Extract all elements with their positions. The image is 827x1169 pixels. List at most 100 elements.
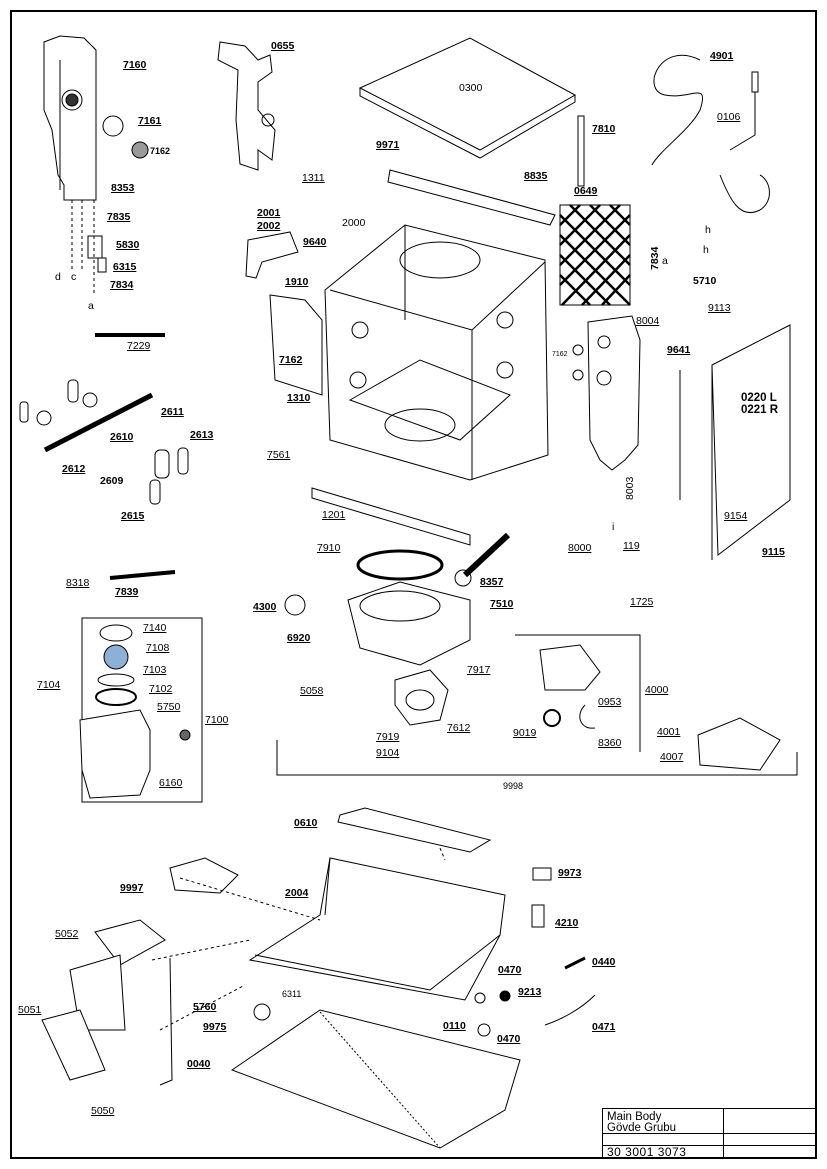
part-label-7612: 7612 (447, 722, 471, 734)
part-label-0106: 0106 (717, 111, 741, 123)
part-2004-frame (248, 857, 506, 1001)
part-label-7834: 7834 (110, 279, 134, 291)
circle-label-d: d (55, 271, 61, 283)
part-label-6160: 6160 (159, 777, 183, 789)
part-label-0610: 0610 (294, 817, 318, 829)
part-0300-lid (358, 37, 577, 159)
part-label-7162-b: 7162 (279, 354, 303, 366)
part-label-9213: 9213 (518, 986, 542, 998)
part-label-5052: 5052 (55, 928, 79, 940)
part-2610-rod (19, 379, 189, 505)
part-label-8318: 8318 (66, 577, 90, 589)
part-2000-tub (324, 224, 549, 481)
part-label-0470-b: 0470 (497, 1033, 521, 1045)
part-5830-valve (71, 200, 107, 295)
title-code: 30 3001 3073 (607, 1145, 687, 1159)
part-label-5750: 5750 (157, 701, 181, 713)
part-7100-tank (79, 709, 151, 799)
part-label-4001: 4001 (657, 726, 681, 738)
part-2001-panel (245, 231, 299, 279)
part-label-9975: 9975 (203, 1021, 227, 1033)
part-label-1311: 1311 (302, 172, 325, 184)
part-label-4210: 4210 (555, 917, 579, 929)
part-label-0220: 0220 L (741, 392, 777, 404)
part-label-7835: 7835 (107, 211, 131, 223)
part-label-7229: 7229 (127, 340, 151, 352)
part-label-7108: 7108 (146, 642, 170, 654)
circle-label-h-2: h (705, 224, 711, 236)
part-label-0110: 0110 (443, 1020, 466, 1032)
circle-label-a-2: a (662, 255, 668, 267)
part-label-8353: 8353 (111, 182, 135, 194)
part-label-9997: 9997 (120, 882, 144, 894)
part-label-8835: 8835 (524, 170, 548, 182)
title-name-tr: Gövde Grubu (607, 1122, 677, 1134)
part-9971-rail (387, 169, 556, 226)
part-label-7919: 7919 (376, 731, 400, 743)
part-label-2000: 2000 (342, 217, 366, 229)
part-label-7100: 7100 (205, 714, 229, 726)
part-7910-gasket (356, 549, 444, 581)
part-label-1910: 1910 (285, 276, 309, 288)
part-label-4901: 4901 (710, 50, 734, 62)
part-label-7917: 7917 (467, 664, 491, 676)
part-8357-hose (462, 532, 511, 578)
part-label-7102: 7102 (149, 683, 173, 695)
part-1201-rail (311, 487, 471, 546)
part-label-7162: 7162 (150, 146, 171, 156)
part-label-5760: 5760 (193, 1001, 217, 1013)
part-label-119: 119 (623, 540, 640, 552)
part-label-0040: 0040 (187, 1058, 211, 1070)
part-label-0300: 0300 (459, 82, 483, 94)
part-label-8004: 8004 (636, 315, 660, 327)
part-1910-panel (269, 294, 323, 396)
part-label-8003: 8003 (624, 476, 636, 500)
part-label-7834-vertical: 7834 (649, 246, 661, 270)
title-name-en: Main Body (607, 1111, 662, 1123)
part-label-7839: 7839 (115, 586, 139, 598)
part-5051-frame (41, 1009, 106, 1081)
part-label-7161: 7161 (138, 115, 162, 127)
circle-label-i: i (612, 521, 615, 533)
part-label-8360: 8360 (598, 737, 622, 749)
part-label-1725: 1725 (630, 596, 654, 608)
part-label-9640: 9640 (303, 236, 327, 248)
part-label-5050: 5050 (91, 1105, 115, 1117)
part-label-7140: 7140 (143, 622, 167, 634)
part-0220-door (711, 324, 791, 556)
part-label-9971: 9971 (376, 139, 400, 151)
part-label-8357: 8357 (480, 576, 504, 588)
part-label-4007: 4007 (660, 751, 684, 763)
circle-label-h: h (703, 244, 709, 256)
part-label-7103: 7103 (143, 664, 167, 676)
part-label-9973: 9973 (558, 867, 582, 879)
part-label-2001: 2001 (257, 207, 281, 219)
part-label-0221: 0221 R (741, 404, 779, 416)
part-label-7162-small: 7162 (552, 351, 568, 358)
part-7160-bracket (43, 35, 149, 201)
part-label-7510: 7510 (490, 598, 514, 610)
part-label-9154: 9154 (724, 510, 748, 522)
part-label-9641: 9641 (667, 344, 691, 356)
part-label-1310: 1310 (287, 392, 311, 404)
part-label-7104: 7104 (37, 679, 61, 691)
part-label-0471: 0471 (592, 1021, 616, 1033)
part-4000-pump (539, 644, 601, 729)
part-label-0655: 0655 (271, 40, 295, 52)
part-label-0470: 0470 (498, 964, 522, 976)
part-4007-cover (697, 717, 781, 771)
part-label-5710: 5710 (693, 275, 717, 287)
part-label-2611: 2611 (161, 406, 184, 418)
circle-label-a: a (88, 300, 94, 312)
part-label-0440: 0440 (592, 956, 616, 968)
part-label-0953: 0953 (598, 696, 622, 708)
part-label-6311: 6311 (282, 989, 302, 999)
part-label-2612: 2612 (62, 463, 86, 475)
part-label-2613: 2613 (190, 429, 214, 441)
part-7108-disc (103, 644, 129, 670)
part-5051-board (69, 954, 126, 1031)
part-9997-bracket (169, 857, 239, 894)
part-7810-rod (577, 115, 585, 187)
part-0610-bar (337, 807, 492, 853)
